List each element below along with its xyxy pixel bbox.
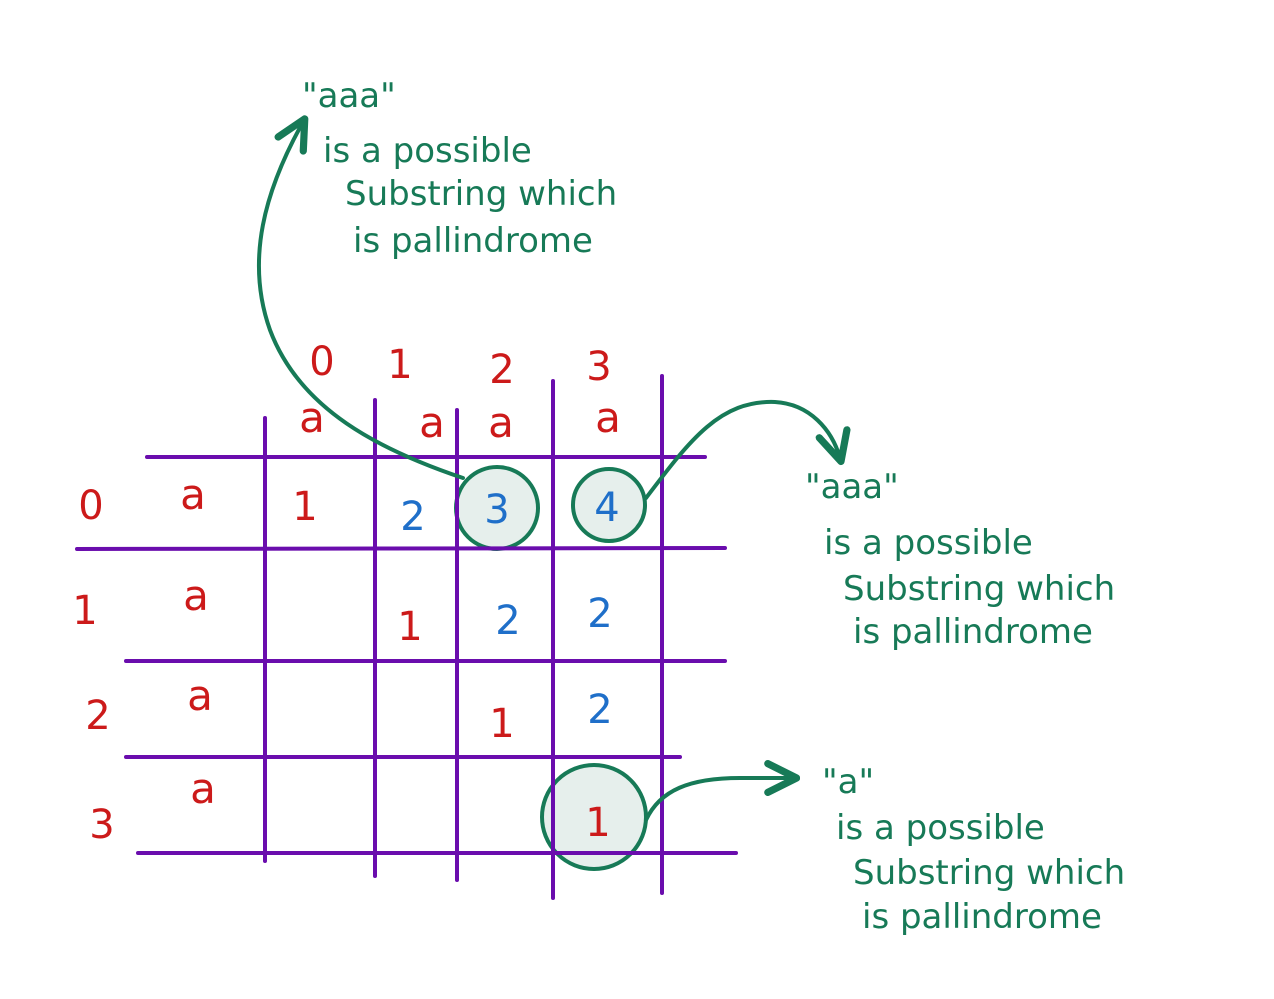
cell-3-3: 1 bbox=[585, 800, 610, 846]
annotation-top-line2: Substring which bbox=[345, 174, 617, 214]
row-chars: a a a a bbox=[180, 470, 216, 813]
row-char-1: a bbox=[183, 571, 209, 620]
cell-0-0: 1 bbox=[292, 484, 317, 530]
arrow-to-right-annotation bbox=[644, 399, 851, 500]
grid bbox=[75, 374, 738, 900]
column-char-2: a bbox=[488, 398, 514, 447]
annotation-top-quote: "aaa" bbox=[302, 76, 396, 116]
column-index-2: 2 bbox=[489, 347, 514, 393]
cell-2-2: 1 bbox=[489, 701, 514, 747]
column-index-0: 0 bbox=[309, 339, 334, 385]
annotation-top-line1: is a possible bbox=[323, 131, 532, 171]
annotation-bottom-line3: is pallindrome bbox=[862, 897, 1102, 937]
row-index-1: 1 bbox=[72, 588, 97, 634]
annotation-right-quote: "aaa" bbox=[805, 467, 899, 507]
row-index-0: 0 bbox=[78, 483, 103, 529]
row-char-0: a bbox=[180, 470, 206, 519]
annotation-top-line3: is pallindrome bbox=[353, 221, 593, 261]
table-cells: 1 2 3 4 1 2 2 1 2 1 bbox=[292, 484, 619, 846]
row-char-2: a bbox=[187, 671, 213, 720]
cell-0-2: 3 bbox=[484, 487, 509, 533]
cell-1-3: 2 bbox=[587, 591, 612, 637]
cell-2-3: 2 bbox=[587, 687, 612, 733]
column-char-1: a bbox=[419, 398, 445, 447]
annotation-right-line1: is a possible bbox=[824, 523, 1033, 563]
cell-1-1: 1 bbox=[397, 604, 422, 650]
cell-1-2: 2 bbox=[495, 598, 520, 644]
highlight-circle-cell-0-3 bbox=[571, 467, 647, 543]
annotation-bottom: "a" is a possible Substring which is pal… bbox=[822, 762, 1125, 937]
column-char-0: a bbox=[299, 393, 325, 442]
arrow-to-bottom-annotation bbox=[644, 760, 801, 822]
cell-0-1: 2 bbox=[400, 494, 425, 540]
grid-line-h-1 bbox=[75, 546, 727, 551]
row-char-3: a bbox=[190, 764, 216, 813]
column-index-1: 1 bbox=[387, 342, 412, 388]
annotation-right-line2: Substring which bbox=[843, 569, 1115, 609]
column-chars: a a a a bbox=[299, 393, 621, 447]
column-index-3: 3 bbox=[586, 344, 611, 390]
annotation-right-line3: is pallindrome bbox=[853, 612, 1093, 652]
arrows bbox=[256, 115, 851, 822]
column-char-3: a bbox=[595, 393, 621, 442]
annotation-right: "aaa" is a possible Substring which is p… bbox=[805, 467, 1115, 652]
annotation-bottom-line2: Substring which bbox=[853, 853, 1125, 893]
row-index-2: 2 bbox=[85, 693, 110, 739]
row-indices: 0 1 2 3 bbox=[72, 483, 114, 848]
annotation-top: "aaa" is a possible Substring which is p… bbox=[302, 76, 617, 261]
column-indices: 0 1 2 3 bbox=[309, 339, 611, 393]
annotation-bottom-line1: is a possible bbox=[836, 808, 1045, 848]
arrow-to-top-annotation bbox=[256, 115, 465, 480]
row-index-3: 3 bbox=[89, 802, 114, 848]
annotation-bottom-quote: "a" bbox=[822, 762, 874, 802]
cell-0-3: 4 bbox=[594, 485, 619, 531]
